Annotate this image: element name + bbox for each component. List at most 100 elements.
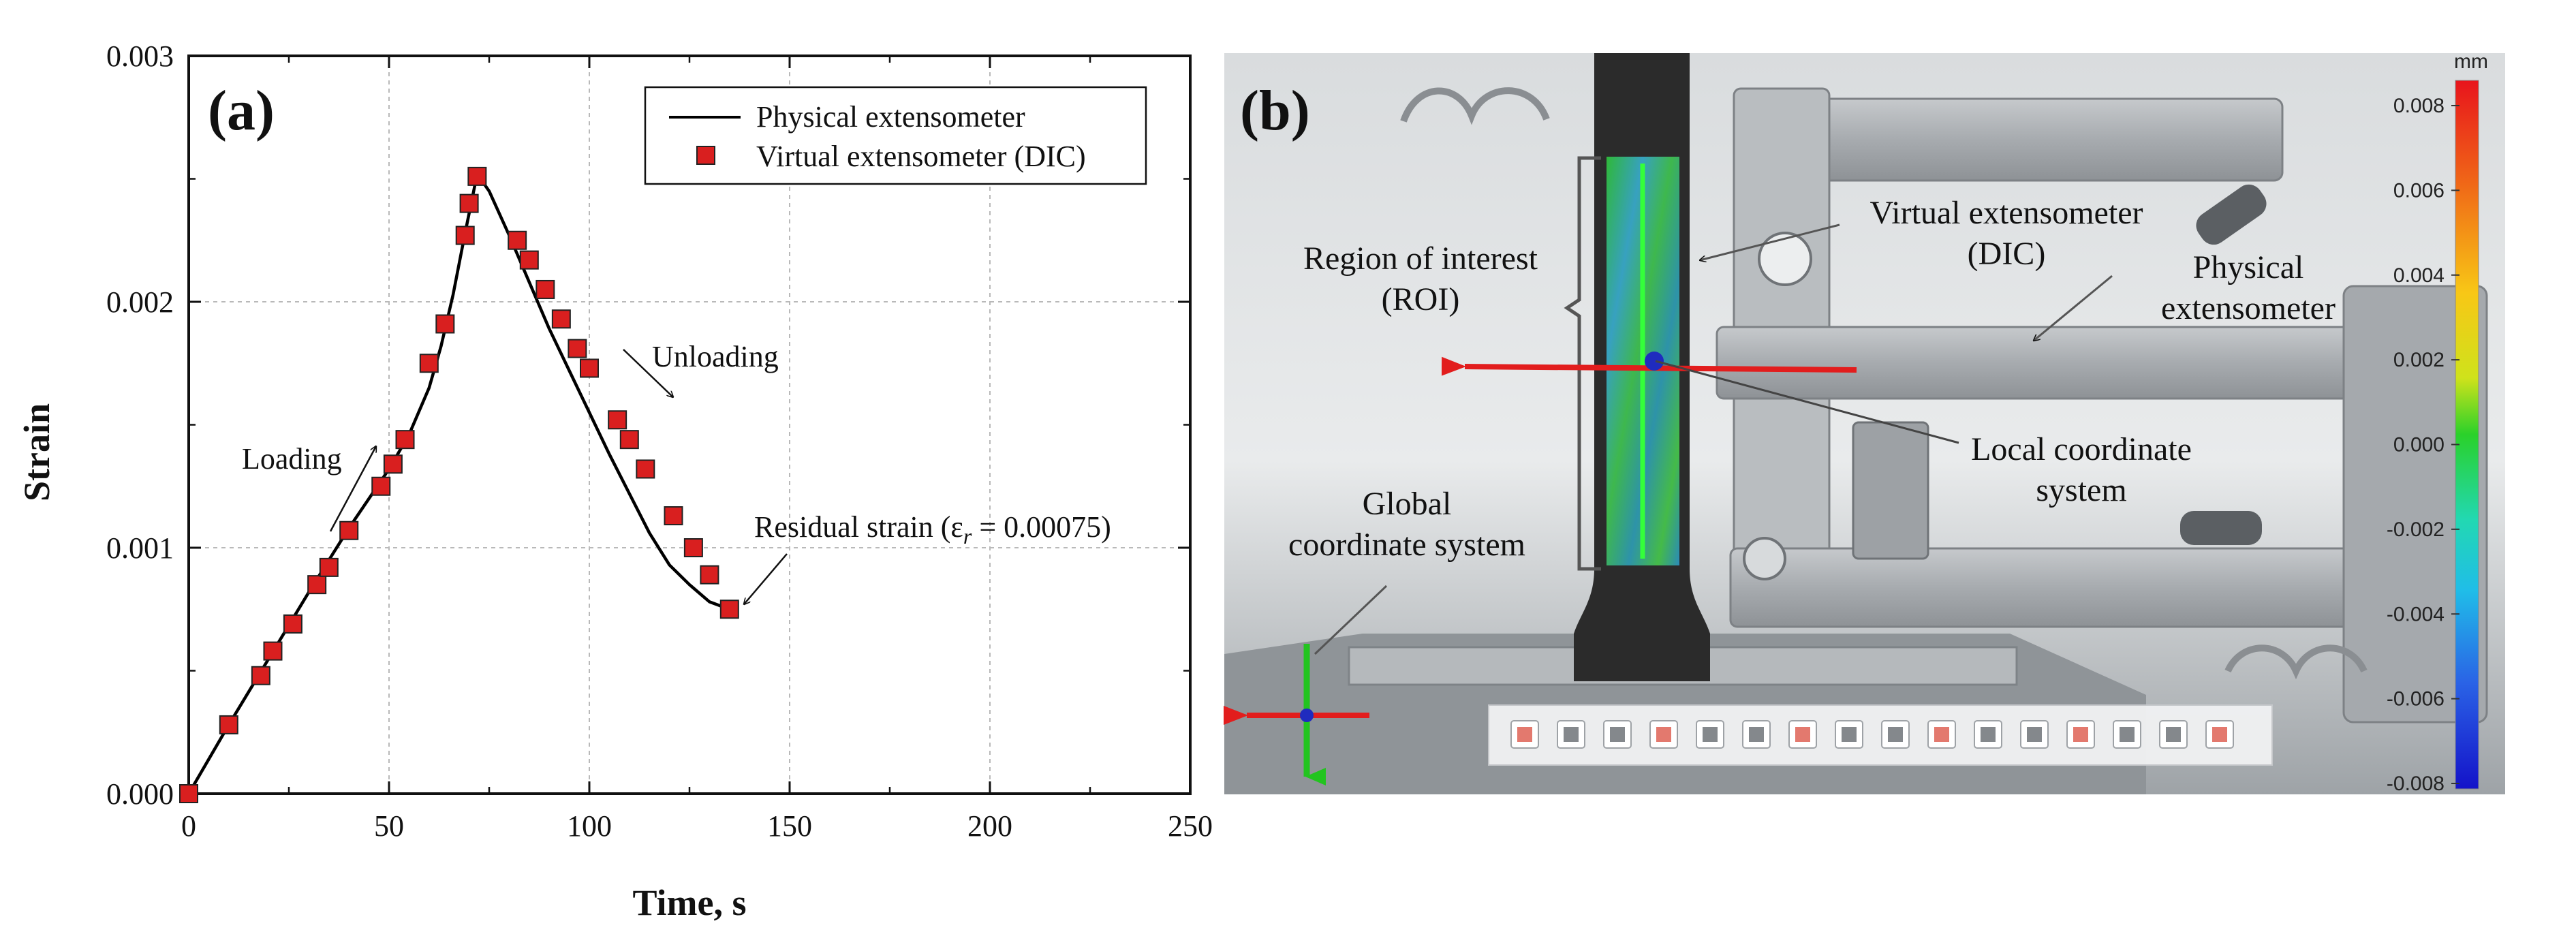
data-point-dic (551, 309, 571, 329)
x-tick-label: 100 (567, 809, 612, 843)
data-point-dic (179, 784, 198, 803)
data-point-dic (568, 339, 587, 358)
spring (1400, 87, 1550, 125)
local-x-axis-arrow (1441, 356, 1857, 376)
extensometer-lower-arm (1729, 547, 2359, 628)
roi-label: Region of interest(ROI) (1303, 240, 1538, 317)
knurled-knob (2196, 184, 2267, 245)
legend: Physical extensometer Virtual extensomet… (644, 86, 1147, 185)
point-icon[interactable] (1788, 720, 1817, 749)
bolt (1743, 537, 1786, 580)
colorbar-tick-label: 0.002 (2393, 349, 2445, 371)
data-point-dic (435, 314, 455, 334)
panel-b-label: (b) (1240, 79, 1310, 142)
align-center-icon[interactable] (1742, 720, 1771, 749)
legend-marker-swatch (696, 146, 715, 165)
loading-arrow (329, 446, 376, 532)
residual-subscript: r (963, 524, 972, 548)
x-tick-label: 0 (181, 809, 196, 843)
data-point-dic (719, 600, 739, 619)
local-coordinate-label: Local coordinate system (1971, 431, 2192, 508)
image-dropdown-icon[interactable] (1557, 720, 1585, 749)
data-point-dic (467, 166, 487, 186)
fit-icon[interactable] (2066, 720, 2095, 749)
colorbar-ticks: 0.0080.0060.0040.0020.000-0.002-0.004-0.… (2387, 95, 2459, 795)
settings-icon[interactable] (2205, 720, 2234, 749)
data-point-dic (419, 354, 439, 373)
local-line-1: Local coordinate (1971, 431, 2192, 467)
y-tick-label: 0.002 (106, 285, 174, 319)
virtual-ext-line-1: Virtual extensometer (1870, 195, 2143, 231)
extensometer-body (2342, 285, 2488, 724)
colorbar-tick-label: -0.008 (2387, 773, 2445, 795)
camera-view-icon[interactable] (1510, 720, 1539, 749)
data-point-dic (700, 565, 719, 585)
data-point-dic (619, 430, 639, 450)
checkbox-icon[interactable] (2113, 720, 2141, 749)
data-point-dic (371, 476, 391, 496)
data-point-dic (608, 410, 627, 430)
physical-extensometer-arm (1716, 326, 2372, 400)
y-tick-label: 0.001 (106, 531, 174, 565)
knurled-knob (2180, 511, 2262, 545)
chart-series (179, 166, 739, 803)
local-coord-leader (1655, 360, 1959, 444)
data-point-dic (395, 430, 415, 450)
annotation-unloading: Unloading (652, 340, 779, 373)
colorbar-tick-label: -0.004 (2387, 603, 2445, 625)
spring (2224, 644, 2368, 680)
virtual-extensometer-label: Virtual extensometer(DIC) (1870, 195, 2143, 272)
y-axis-label: Strain (16, 403, 57, 501)
colorbar-tick-label: 0.008 (2393, 95, 2445, 117)
select-tool-icon[interactable] (1603, 720, 1632, 749)
panel-a-label: (a) (208, 79, 275, 142)
residual-arrow (744, 553, 788, 604)
grid-icon[interactable] (2020, 720, 2049, 749)
data-point-dic (683, 538, 703, 557)
y-tick-label: 0.000 (106, 777, 174, 811)
data-point-dic (664, 506, 683, 526)
x-tick-label: 200 (967, 809, 1012, 843)
x-axis-label: Time, s (632, 882, 746, 923)
virtual-ext-leader (1700, 223, 1840, 260)
triangle-icon[interactable] (1927, 720, 1956, 749)
annotation-residual-strain: Residual strain (εr = 0.00075) (754, 510, 1111, 548)
link-icon[interactable] (1974, 720, 2002, 749)
data-point-dic (307, 575, 327, 595)
data-point-dic (263, 641, 283, 661)
colorbar-tick-label: 0.004 (2393, 264, 2445, 287)
colorbar-tick-label: 0.006 (2393, 179, 2445, 202)
align-bottom-icon[interactable] (1696, 720, 1724, 749)
data-point-dic (519, 250, 539, 270)
data-point-dic (319, 557, 339, 577)
data-point-dic (219, 715, 238, 734)
colorbar-unit: mm (2454, 50, 2488, 73)
bolt (1758, 232, 1812, 286)
residual-prefix: Residual strain (ε (754, 510, 963, 544)
compare-icon[interactable] (1649, 720, 1678, 749)
y-tick-label: 0.003 (106, 40, 174, 73)
series-line-physical-extensometer (187, 172, 730, 795)
physical-line-2: extensometer (2161, 290, 2336, 326)
x-tick-label: 50 (374, 809, 404, 843)
rectangle-icon[interactable] (1835, 720, 1863, 749)
delete-icon[interactable] (2159, 720, 2188, 749)
local-line-2: system (2036, 472, 2126, 508)
global-line-1: Global (1363, 486, 1452, 522)
frame-icon[interactable] (1881, 720, 1910, 749)
displacement-colorbar: mm 0.0080.0060.0040.0020.000-0.002-0.004… (2387, 50, 2488, 795)
residual-suffix: = 0.00075) (972, 510, 1111, 544)
colorbar-gradient (2455, 80, 2479, 790)
global-line-2: coordinate system (1288, 527, 1525, 563)
data-point-dic (580, 358, 599, 378)
data-point-dic (283, 614, 302, 634)
roi-bracket (1564, 156, 1601, 571)
unloading-arrow (623, 349, 673, 397)
colorbar-tick-label: 0.000 (2393, 434, 2445, 456)
dic-setup-photo: (b) Virtual extensometer(DIC) Region of … (1224, 50, 2505, 795)
data-point-dic (536, 279, 555, 299)
